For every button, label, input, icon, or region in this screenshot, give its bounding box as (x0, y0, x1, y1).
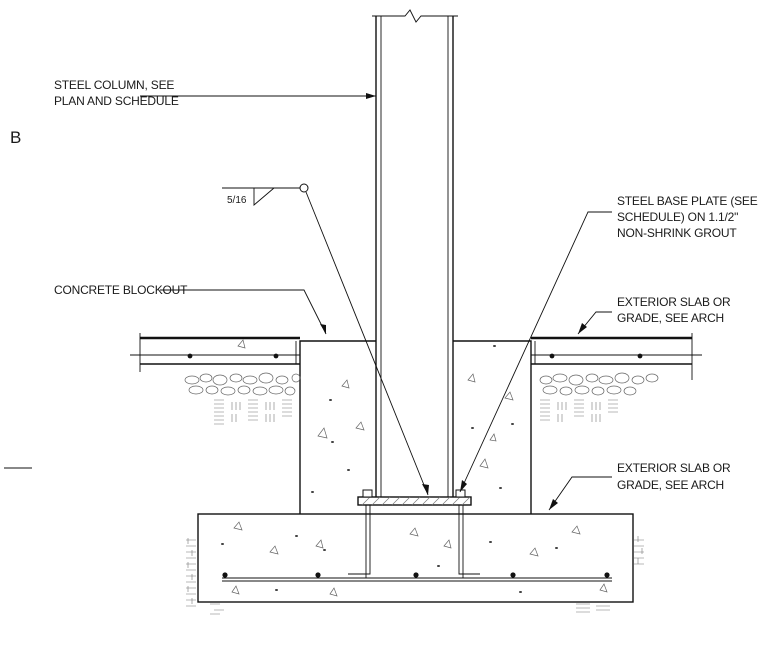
steel-column-arrow (366, 93, 376, 99)
weld-symbol (222, 183, 429, 496)
soil-hatch-left (186, 538, 224, 615)
footing (197, 513, 634, 603)
exterior-slab-lower-label: EXTERIOR SLAB OR GRADE, SEE ARCH (617, 461, 734, 492)
weld-size-label: 5/16 (227, 195, 247, 206)
detail-marker: B (10, 128, 21, 147)
concrete-blockout (237, 339, 532, 514)
soil-hatch-right (576, 536, 644, 613)
base-plate-arrow (460, 480, 467, 492)
exterior-slab-upper-leader (577, 311, 612, 335)
exterior-slab-lower-arrow (549, 499, 558, 510)
exterior-slab-upper-arrow (578, 323, 587, 334)
base-plate-label: STEEL BASE PLATE (SEE SCHEDULE) ON 1.1/2… (617, 194, 760, 240)
concrete-blockout-arrow (320, 324, 326, 334)
exterior-slab-right (531, 333, 702, 422)
exterior-slab-left (130, 333, 301, 425)
steel-column (372, 9, 458, 500)
steel-column-label: STEEL COLUMN, SEE PLAN AND SCHEDULE (54, 78, 179, 108)
exterior-slab-lower-leader (548, 476, 612, 511)
exterior-slab-upper-label: EXTERIOR SLAB OR GRADE, SEE ARCH (617, 295, 734, 325)
concrete-blockout-label: CONCRETE BLOCKOUT (54, 283, 188, 297)
base-plate-leader (459, 211, 612, 493)
base-plate (348, 489, 480, 579)
concrete-blockout-leader (160, 289, 327, 335)
